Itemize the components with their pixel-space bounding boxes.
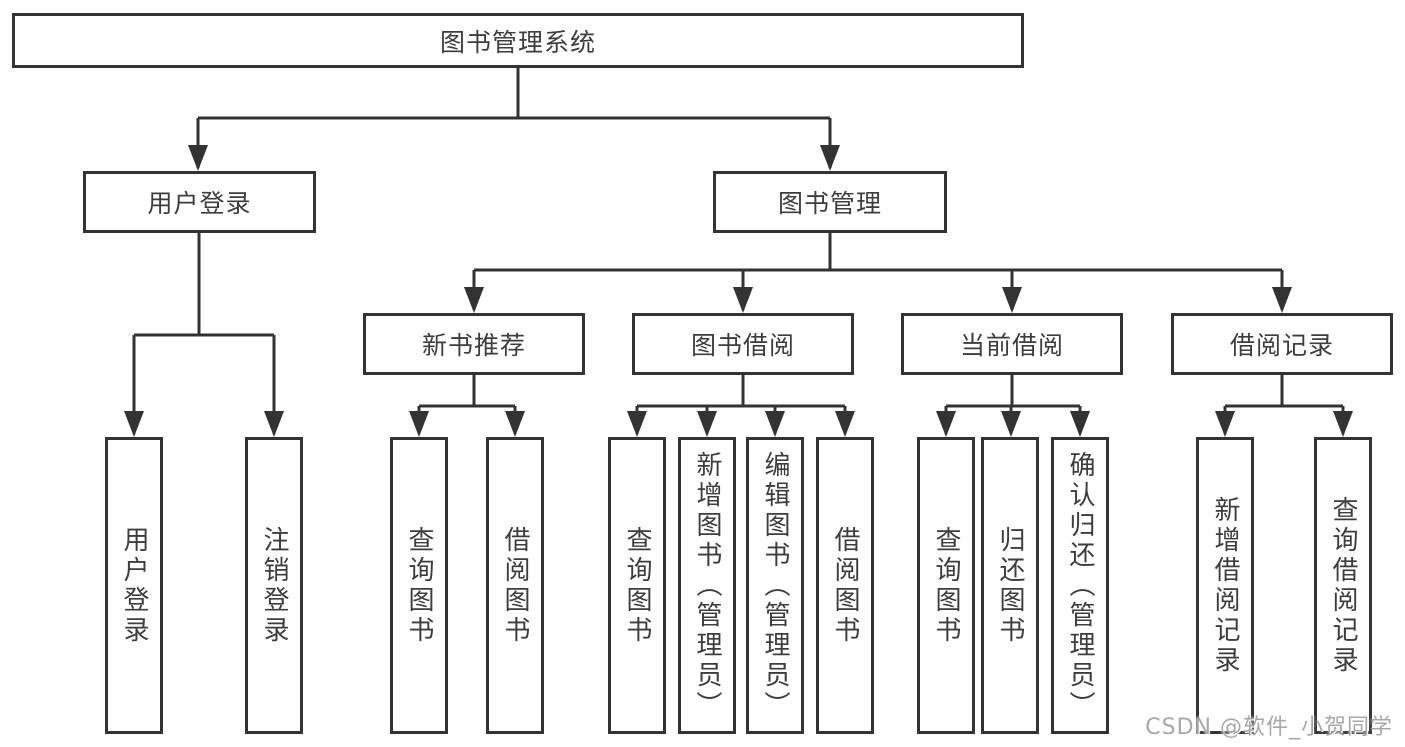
branch-lines <box>132 68 1345 434</box>
arrowhead-icon <box>464 287 484 313</box>
arrowhead-icon <box>936 411 956 437</box>
node-user-login: 用户登录 <box>83 171 316 233</box>
leaf-confirm-return-admin: 确认归还（管理员） <box>1051 437 1109 734</box>
leaf-query-books-recommend: 查询图书 <box>390 437 448 734</box>
node-root-system: 图书管理系统 <box>12 13 1024 68</box>
arrowhead-icon <box>1272 287 1292 313</box>
arrowhead-icon <box>188 145 208 171</box>
node-book-borrow: 图书借阅 <box>632 313 854 375</box>
arrowhead-icon <box>124 411 144 437</box>
leaf-add-books-admin: 新增图书（管理员） <box>678 437 736 734</box>
leaf-borrow-books-recommend: 借阅图书 <box>486 437 544 734</box>
node-current-borrow: 当前借阅 <box>901 313 1123 375</box>
arrowhead-icon <box>409 411 429 437</box>
csdn-watermark: CSDN @软件_小贺同学 <box>1145 715 1393 740</box>
leaf-query-borrow-record: 查询借阅记录 <box>1314 437 1372 734</box>
leaf-user-login: 用户登录 <box>105 437 163 734</box>
arrowhead-icon <box>505 411 525 437</box>
arrowhead-icon <box>820 145 840 171</box>
leaf-borrow-books: 借阅图书 <box>816 437 874 734</box>
arrowhead-icon <box>1002 287 1022 313</box>
arrowhead-icon <box>765 411 785 437</box>
arrowheads <box>124 145 1353 437</box>
arrowhead-icon <box>627 411 647 437</box>
leaf-return-books: 归还图书 <box>981 437 1039 734</box>
leaf-query-books-current: 查询图书 <box>917 437 975 734</box>
arrowhead-icon <box>835 411 855 437</box>
arrowhead-icon <box>1333 411 1353 437</box>
arrowhead-icon <box>264 411 284 437</box>
leaf-query-books-borrow: 查询图书 <box>608 437 666 734</box>
node-borrow-records: 借阅记录 <box>1171 313 1393 375</box>
arrowhead-icon <box>697 411 717 437</box>
leaf-edit-books-admin: 编辑图书（管理员） <box>746 437 804 734</box>
arrowhead-icon <box>1070 411 1090 437</box>
node-new-book-recommend: 新书推荐 <box>363 313 585 375</box>
arrowhead-icon <box>1215 411 1235 437</box>
leaf-logout: 注销登录 <box>245 437 303 734</box>
arrowhead-icon <box>733 287 753 313</box>
node-book-management: 图书管理 <box>713 171 947 233</box>
leaf-add-borrow-record: 新增借阅记录 <box>1196 437 1254 734</box>
arrowhead-icon <box>1001 411 1021 437</box>
